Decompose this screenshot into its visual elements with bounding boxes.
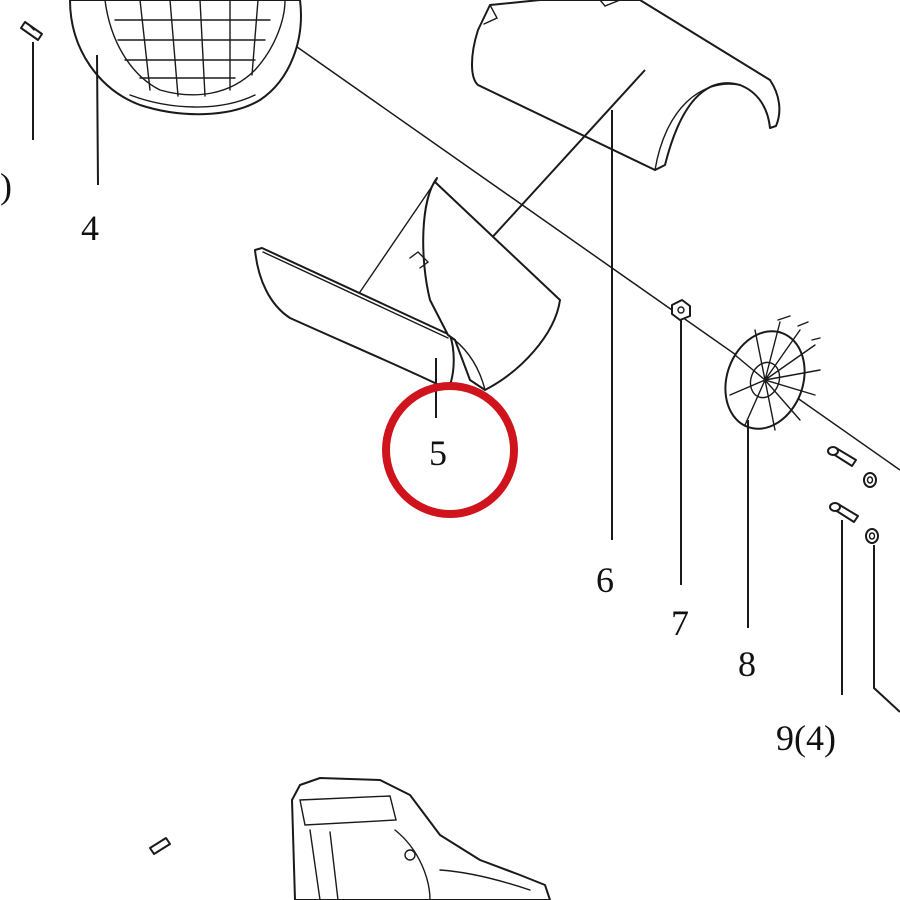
- part-4-grille-cover: [69, 0, 302, 116]
- leader-10: [873, 545, 900, 713]
- label-4: 4: [81, 208, 99, 248]
- small-screw-bottom: [149, 837, 171, 855]
- label-7: 7: [671, 603, 689, 643]
- highlight-circle: [382, 382, 518, 518]
- label-6: 6: [596, 560, 614, 600]
- part-8-fan-impeller: [724, 315, 821, 431]
- part-9-screws: [827, 446, 879, 544]
- leader-4: [96, 54, 99, 186]
- part-7-nut: [671, 299, 691, 321]
- label-5: 5: [429, 433, 447, 473]
- part-3-screw: [20, 21, 43, 41]
- label-9: 9(4): [776, 718, 836, 758]
- part-5-lower-shell: [254, 177, 561, 391]
- label-8: 8: [738, 644, 756, 684]
- label-3-partial: ): [0, 166, 12, 206]
- part-6-upper-shell: [471, 0, 781, 171]
- part-handle-body: [291, 777, 551, 900]
